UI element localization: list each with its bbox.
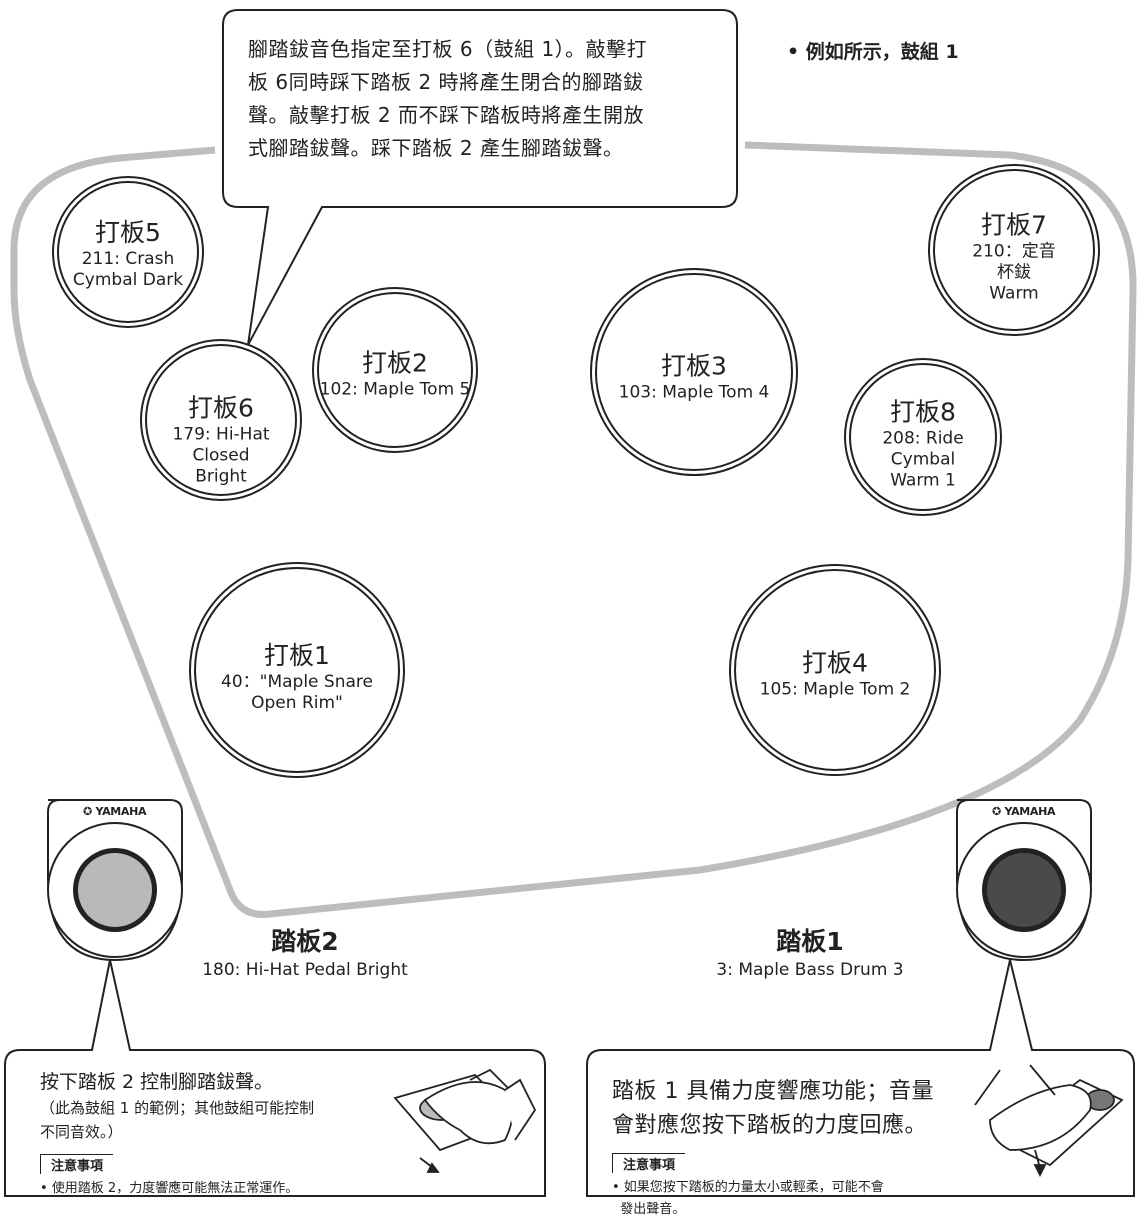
pad4-label: 打板4 105: Maple Tom 2 [760,644,911,701]
pad3-title: 打板3 [661,351,727,381]
pad3-label: 打板3 103: Maple Tom 4 [619,347,770,404]
callout-right-text: 踏板 1 具備力度響應功能；音量 會對應您按下踏板的力度回應。 注意事項 • 如… [612,1075,982,1221]
pad6-voice-line: 179: Hi-Hat [172,424,270,445]
pedal1-voice: 3: Maple Bass Drum 3 [716,960,904,980]
pedal2-label: 踏板2 180: Hi-Hat Pedal Bright [180,922,430,980]
callout-left-main: 按下踏板 2 控制腳踏鈸聲。 [40,1071,274,1093]
pad6-voice-line: Closed [192,445,250,466]
pad6-voice-line: Bright [195,466,247,487]
callout-top-line: 腳踏鈸音色指定至打板 6（鼓組 1）。敲擊打 [248,37,648,61]
pad2-label: 打板2 102: Maple Tom 5 [320,344,471,401]
callout-left-box [4,959,546,1197]
pad1-circle [189,562,405,778]
pedal1-label: 踏板1 3: Maple Bass Drum 3 [700,922,920,980]
pad2-voice-line: 102: Maple Tom 5 [319,379,471,400]
pad1-label: 打板1 40："Maple Snare Open Rim" [221,636,373,714]
pad7-title: 打板7 [981,210,1047,240]
callout-top-text: 腳踏鈸音色指定至打板 6（鼓組 1）。敲擊打 板 6同時踩下踏板 2 時將產生閉… [248,33,728,165]
pad5-title: 打板5 [95,218,161,247]
pad8-voice-line: Cymbal [890,449,956,470]
pedal1-button [987,853,1061,927]
pad2-title: 打板2 [362,348,428,378]
callout-top-line: 板 6同時踩下踏板 2 時將產生閉合的腳踏鈸 [248,70,644,94]
foot-pedal-illustration-left [393,1068,537,1173]
pad1-voice-line: Open Rim" [251,693,343,713]
pad1-voice-line: 40："Maple Snare [221,672,373,692]
pad7-circle [928,164,1100,336]
pad4-voice-line: 105: Maple Tom 2 [759,679,911,700]
foot-pedal-illustration-right [974,1064,1124,1178]
pad5-voice-line: Cymbal Dark [72,270,184,290]
callout-right-note-line: 發出聲音。 [612,1202,686,1217]
pedal2-brand-text: YAMAHA [95,805,147,818]
pad8-title: 打板8 [890,397,956,427]
pad4-circle [729,564,941,776]
pedal2-brand-logo: ✪ YAMAHA [83,805,147,818]
callout-left-note-label: 注意事項 [40,1154,114,1174]
pad7-voice-line: Warm [989,283,1039,304]
pedal2-button [78,853,152,927]
pad1-title: 打板1 [264,641,330,670]
pad8-voice-line: Warm 1 [890,470,956,491]
pad6-label: 打板6 179: Hi-Hat Closed Bright [172,389,269,488]
pad5-voice-line: 211: Crash [81,249,175,269]
pad3-voice-line: 103: Maple Tom 4 [618,382,770,403]
callout-left-sub-line: （此為鼓組 1 的範例；其他鼓組可能控制 [40,1099,315,1117]
pedal2-title: 踏板2 [271,927,339,956]
pad6-circle [140,339,302,501]
example-note: • 例如所示，鼓組 1 [787,41,959,63]
pedal2-voice: 180: Hi-Hat Pedal Bright [202,960,408,980]
pedal2-unit [47,799,183,962]
pad8-voice-line: 208: Ride [882,428,964,449]
pad7-label: 打板7 210：定音 杯鈸 Warm [972,206,1055,305]
callout-left-sub-line: 不同音效。） [40,1123,123,1141]
pedal1-title: 踏板1 [776,927,844,956]
pad5-label: 打板5 211: Crash Cymbal Dark [73,213,183,291]
callout-right-note-label: 注意事項 [612,1153,686,1173]
pad6-title: 打板6 [188,393,254,423]
callout-right-note-line: • 如果您按下踏板的力量太小或輕柔，可能不會 [612,1180,884,1195]
pedal1-brand-text: YAMAHA [1004,805,1056,818]
callout-top-box [222,9,738,346]
pad3-circle [590,268,798,476]
callout-top-line: 式腳踏鈸聲。踩下踏板 2 產生腳踏鈸聲。 [248,136,624,160]
pad8-label: 打板8 208: Ride Cymbal Warm 1 [882,393,963,492]
pad7-voice-line: 210：定音 [972,241,1056,262]
callout-top-line: 聲。敲擊打板 2 而不踩下踏板時將產生開放 [248,103,644,127]
pad8-circle [844,358,1002,516]
pedal1-brand-logo: ✪ YAMAHA [992,805,1056,818]
callout-right-main-line: 會對應您按下踏板的力度回應。 [612,1113,928,1138]
callout-left-text: 按下踏板 2 控制腳踏鈸聲。 （此為鼓組 1 的範例；其他鼓組可能控制 不同音效… [40,1068,400,1200]
pad4-title: 打板4 [802,648,868,678]
pedal1-unit [956,799,1092,962]
pad5-circle [52,176,204,328]
callout-left-note: • 使用踏板 2，力度響應可能無法正常運作。 [40,1181,299,1196]
callout-right-main-line: 踏板 1 具備力度響應功能；音量 [612,1079,934,1104]
pad2-circle [312,287,478,453]
kit-outline [10,141,1137,918]
pad7-voice-line: 杯鈸 [996,262,1031,283]
